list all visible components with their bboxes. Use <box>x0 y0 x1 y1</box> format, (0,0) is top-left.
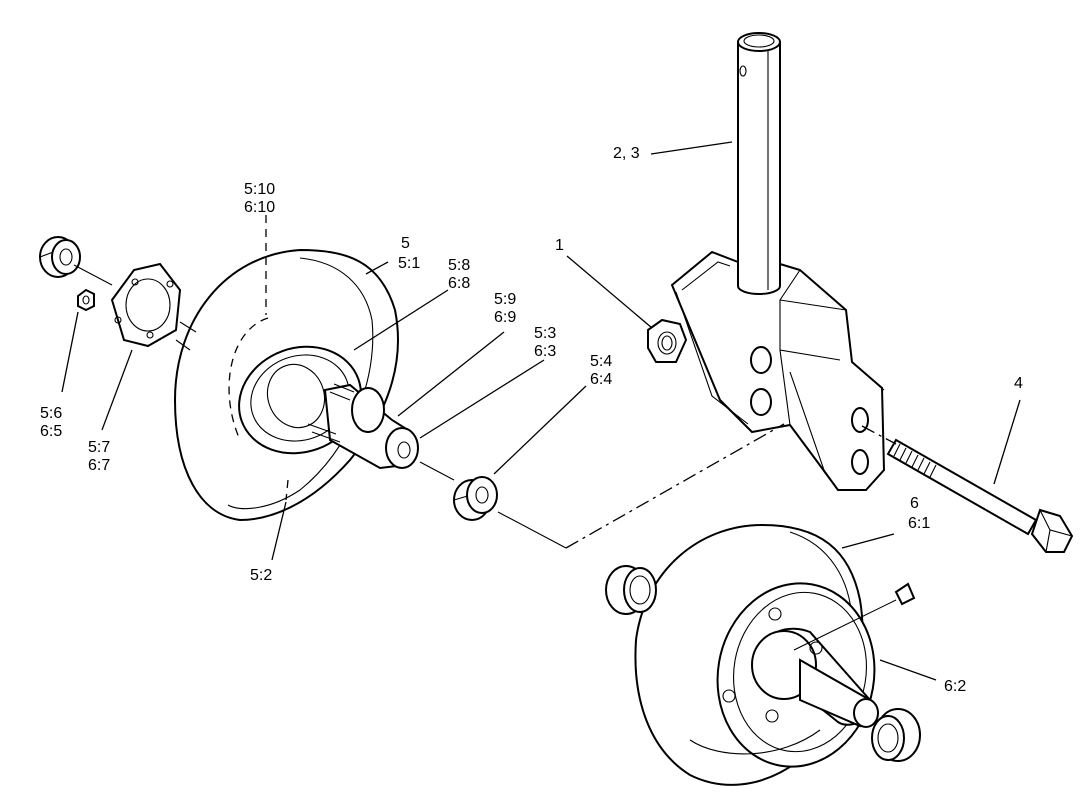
king-pin <box>737 32 781 299</box>
left-wheel <box>173 215 399 522</box>
callout-6-1: 6:1 <box>908 515 930 532</box>
callout-6-9: 6:9 <box>494 309 516 326</box>
small-nut <box>77 288 95 312</box>
centerline-bolt <box>861 425 897 445</box>
callout-4: 4 <box>1014 375 1023 392</box>
seal-right <box>871 708 921 762</box>
callout-5-9: 5:9 <box>494 291 516 308</box>
callout-5-7: 5:7 <box>88 439 110 456</box>
callout-6-2: 6:2 <box>944 678 966 695</box>
callout-5-1: 5:1 <box>398 255 420 272</box>
axle-bolt <box>886 438 1074 553</box>
callout-5-2: 5:2 <box>250 567 272 584</box>
callout-6-3: 6:3 <box>534 343 556 360</box>
callout-6-10: 6:10 <box>244 199 275 216</box>
caster-fork <box>670 250 886 491</box>
callout-6-8: 6:8 <box>448 275 470 292</box>
callout-1: 1 <box>555 237 564 254</box>
centerline-fork <box>565 423 785 549</box>
callout-5-10: 5:10 <box>244 181 275 198</box>
leader-lines <box>61 141 1021 681</box>
callout-6: 6 <box>910 495 919 512</box>
callout-6-7: 6:7 <box>88 457 110 474</box>
bearing-flange <box>110 262 182 348</box>
callout-5-4: 5:4 <box>590 353 612 370</box>
callout-5-3: 5:3 <box>534 325 556 342</box>
wheel-hub <box>307 383 419 470</box>
seal-left <box>605 565 657 615</box>
right-wheel <box>634 523 879 786</box>
callout-2-3: 2, 3 <box>613 145 640 162</box>
callout-6-4: 6:4 <box>590 371 612 388</box>
left-axle <box>73 264 197 351</box>
callout-6-5: 6:5 <box>40 423 62 440</box>
nut <box>647 318 688 363</box>
callout-5-8: 5:8 <box>448 257 470 274</box>
grease-fitting <box>793 582 916 651</box>
callout-5-6: 5:6 <box>40 405 62 422</box>
callout-5: 5 <box>401 235 410 252</box>
callout-labels: 2, 3 1 4 5 5:1 5:10 6:10 5:8 6:8 5:9 6:9… <box>40 145 1023 695</box>
hub-bearing <box>419 461 567 549</box>
left-bearing <box>39 236 81 278</box>
